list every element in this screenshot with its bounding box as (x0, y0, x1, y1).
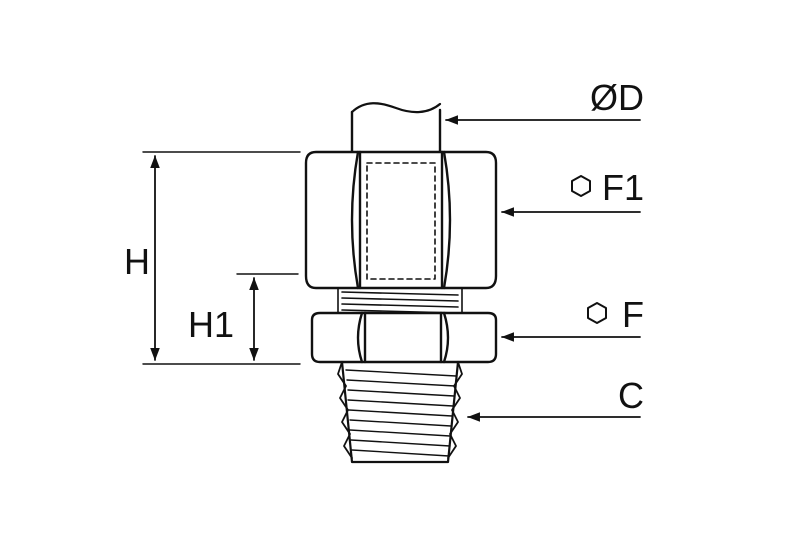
collar-thread (337, 287, 463, 315)
hexagon-f-icon (587, 302, 607, 324)
extension-lines (142, 151, 301, 365)
label-f1: F1 (602, 167, 644, 208)
label-f: F (622, 294, 644, 335)
label-od: ØD (590, 77, 644, 118)
hexagon-f1-icon (571, 175, 591, 197)
label-c: C (618, 375, 644, 416)
body-hex (310, 311, 498, 364)
male-thread (337, 360, 463, 464)
nut-upper (304, 150, 498, 290)
label-h1: H1 (188, 304, 234, 345)
label-h: H (124, 241, 150, 282)
tube (350, 102, 442, 154)
